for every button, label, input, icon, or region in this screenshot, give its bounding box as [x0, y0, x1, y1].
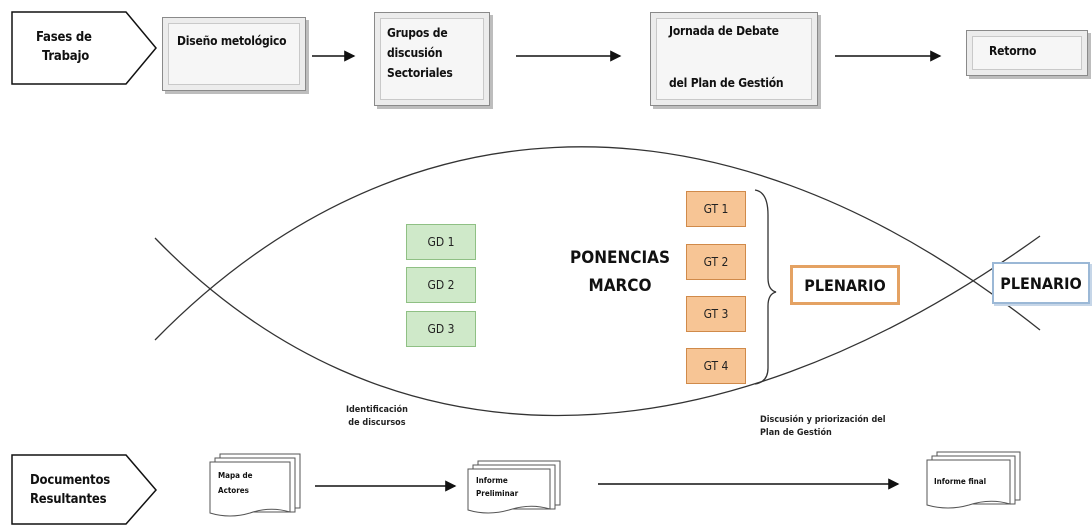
doc-preliminar-line-1: Informe [476, 476, 508, 485]
documents-row-pentagon [11, 454, 157, 525]
plenario-box-1: PLENARIO [790, 265, 900, 305]
gt-brace [754, 189, 777, 385]
phase-box-jornada: Jornada de Debate del Plan de Gestión [650, 12, 818, 106]
phase-box-grupos-line-1: Grupos de [387, 26, 448, 40]
doc-mapa-label: Mapa de Actores [218, 468, 253, 498]
phase-box-diseno-label: Diseño metológico [177, 34, 287, 48]
phase-box-retorno: Retorno [966, 30, 1088, 76]
doc-stack-mapa-icon [209, 453, 301, 517]
annotation-left-line-2: de discursos [348, 418, 406, 428]
doc-stack-final-icon [926, 451, 1021, 509]
documents-row-label-line-2: Resultantes [30, 492, 107, 507]
lens-upper-curve [154, 146, 1041, 341]
phase-box-grupos-line-3: Sectoriales [387, 66, 453, 80]
phase-box-jornada-label: Jornada de Debate del Plan de Gestión [669, 21, 784, 93]
annotation-right-line-2: Plan de Gestión [760, 428, 832, 438]
phase-box-grupos-inner [380, 18, 484, 100]
phase-box-jornada-line-1: Jornada de Debate [669, 24, 779, 38]
gt-box-2: GT 2 [686, 244, 746, 280]
documents-row-label-line-1: Documentos [30, 473, 111, 488]
ponencias-line-2: MARCO [588, 276, 652, 296]
phases-row-label: Fases de Trabajo [36, 28, 92, 66]
phases-row-pentagon [11, 11, 157, 85]
phase-box-grupos-label: Grupos de discusión Sectoriales [387, 23, 453, 83]
gt-box-1: GT 1 [686, 191, 746, 227]
phase-box-jornada-line-3: del Plan de Gestión [669, 76, 784, 90]
phase-box-jornada-inner [656, 18, 812, 100]
phase-box-diseno: Diseño metológico [162, 17, 306, 91]
doc-preliminar-label: Informe Preliminar [476, 474, 518, 500]
gd-box-3: GD 3 [406, 311, 476, 347]
phases-row-label-line-2: Trabajo [42, 49, 90, 64]
lens-lower-curve [154, 235, 1041, 417]
documents-row-label: Documentos Resultantes [30, 471, 110, 509]
gd-box-2: GD 2 [406, 267, 476, 303]
gt-box-4: GT 4 [686, 348, 746, 384]
annotation-discusion: Discusión y priorización del Plan de Ges… [760, 414, 886, 440]
doc-preliminar-line-2: Preliminar [476, 489, 519, 498]
phase-box-diseno-inner [168, 23, 300, 85]
phases-row-label-line-1: Fases de [36, 30, 92, 45]
doc-stack-preliminar-icon [467, 460, 561, 514]
annotation-right-line-1: Discusión y priorización del [760, 415, 886, 425]
ponencias-marco-label: PONENCIAS MARCO [560, 244, 680, 300]
annotation-left-line-1: Identificación [346, 405, 408, 415]
phase-box-retorno-label: Retorno [989, 44, 1037, 58]
annotation-identificacion: Identificación de discursos [346, 404, 408, 430]
doc-final-label: Informe final [934, 477, 987, 486]
gd-box-1: GD 1 [406, 224, 476, 260]
doc-mapa-line-1: Mapa de [218, 471, 253, 480]
gt-box-3: GT 3 [686, 296, 746, 332]
plenario-box-2: PLENARIO [992, 262, 1090, 304]
phase-box-grupos-line-2: discusión [387, 46, 443, 60]
ponencias-line-1: PONENCIAS [569, 248, 671, 268]
doc-mapa-line-2: Actores [218, 486, 249, 495]
phase-box-retorno-inner [972, 36, 1082, 70]
phase-box-grupos: Grupos de discusión Sectoriales [374, 12, 490, 106]
phase-box-jornada-line-2 [669, 41, 783, 61]
